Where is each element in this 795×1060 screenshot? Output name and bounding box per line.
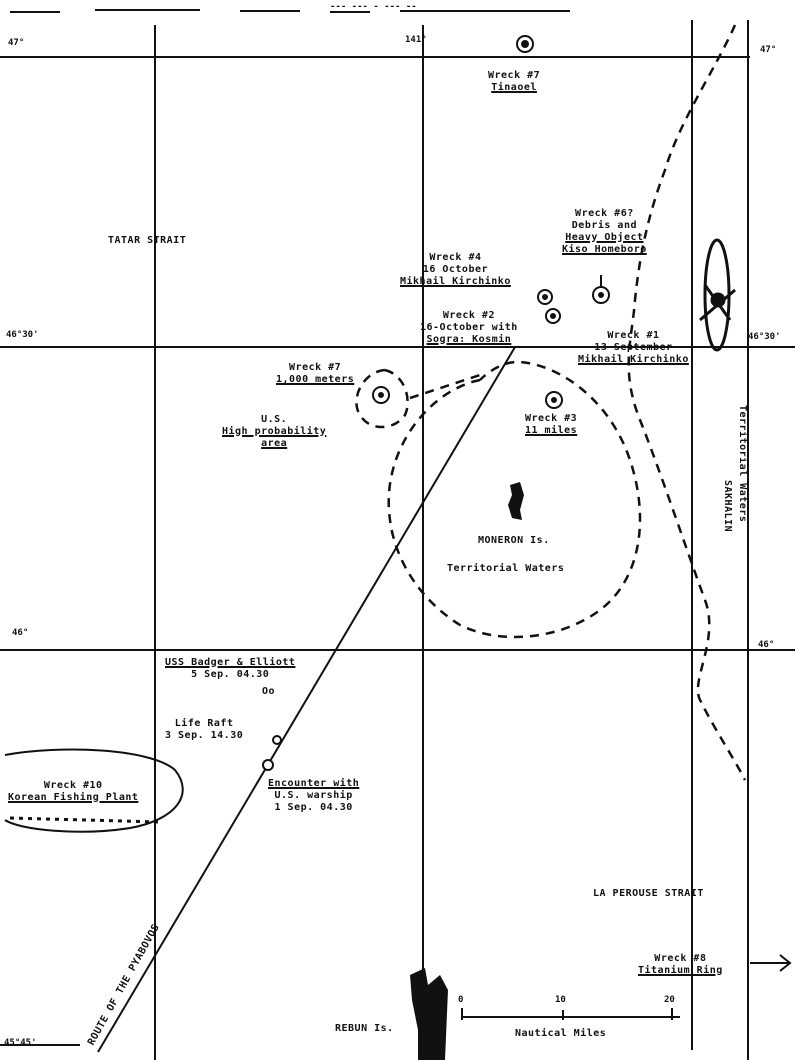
wreck1-title: Wreck #1 — [607, 330, 660, 341]
wreck6-label: Wreck #6? Debris and Heavy Object Kiso H… — [562, 208, 647, 256]
coord-low-left: 46° — [12, 628, 29, 638]
la-perouse-label: LA PEROUSE STRAIT — [593, 888, 704, 899]
coord-low-right: 46° — [758, 640, 775, 650]
wreck6-title: Wreck #6? — [575, 208, 634, 219]
scale-tick-0: 0 — [458, 995, 464, 1005]
encounter-label: Encounter with U.S. warship 1 Sep. 04.30 — [268, 778, 359, 814]
wreck2-label: Wreck #2 16-October with Sogra: Kosmin — [420, 310, 518, 346]
header-scrap-text: --- --- - --- -- — [330, 2, 417, 12]
encounter-marker — [262, 759, 274, 771]
wreck10-sub: Korean Fishing Plant — [8, 792, 139, 803]
life-raft-marker — [272, 735, 282, 745]
coord-mid-left: 46°30' — [6, 330, 39, 340]
wreck8-sub: Titanium Ring — [638, 965, 723, 976]
life-raft-date: 3 Sep. 14.30 — [165, 730, 244, 741]
moneron-island — [508, 482, 524, 520]
wreck6-line4: Kiso Homeboro — [562, 244, 647, 255]
ship-route-line — [97, 346, 516, 1053]
wreck3-label: Wreck #3 11 miles — [525, 413, 577, 437]
wreck7-mid-marker — [372, 386, 390, 404]
uss-badger-date: 5 Sep. 04.30 — [191, 669, 270, 680]
uss-badger-label: USS Badger & Elliott 5 Sep. 04.30 — [165, 657, 295, 681]
encounter-line2: U.S. warship — [274, 790, 353, 801]
coord-bottom-left: 45°45' — [4, 1038, 37, 1048]
us-area-sub: High probability — [222, 426, 327, 437]
encounter-line1: Encounter with — [268, 778, 360, 789]
wreck7-mid-sub: 1,000 meters — [276, 374, 355, 385]
scale-tick-20: 20 — [664, 995, 675, 1005]
wreck1-date: 13 September — [594, 342, 673, 353]
wreck4-date: 16 October — [422, 264, 489, 275]
wreck4-sub: Mikhail Kirchinko — [400, 276, 511, 287]
wreck7-top-marker — [516, 35, 534, 53]
wreck7-high-probability-ring — [355, 368, 409, 429]
coord-mid-right: 46°30' — [748, 332, 781, 342]
us-area-label: U.S. High probability area — [222, 414, 326, 450]
wreck8-title: Wreck #8 — [654, 953, 707, 964]
wreck7-top-label: Wreck #7 Tinaoel — [488, 70, 540, 94]
wreck2-marker — [545, 308, 561, 324]
wreck2-title: Wreck #2 — [442, 310, 495, 321]
wreck7-top-title: Wreck #7 — [488, 70, 541, 81]
scale-bar — [461, 1008, 680, 1020]
wreck10-title: Wreck #10 — [43, 780, 103, 791]
encounter-line3: 1 Sep. 04.30 — [274, 802, 353, 813]
us-area-title: U.S. — [261, 414, 288, 425]
scale-label: Nautical Miles — [515, 1028, 607, 1039]
wreck1-label: Wreck #1 13 September Mikhail Kirchinko — [578, 330, 689, 366]
us-area-dashed-link — [409, 373, 481, 400]
sakhalin-waters-label: Territorial Waters — [737, 405, 748, 523]
wreck7-top-sub: Tinaoel — [491, 82, 537, 93]
wreck6-marker — [592, 275, 610, 304]
life-raft-title: Life Raft — [174, 718, 234, 729]
moneron-waters-label: Territorial Waters — [447, 563, 565, 574]
moneron-name-label: MONERON Is. — [478, 535, 550, 546]
coord-top-left: 47° — [8, 38, 25, 48]
coord-top-right: 47° — [760, 45, 777, 55]
moneron-territorial-limit — [387, 360, 642, 639]
rebun-label: REBUN Is. — [335, 1023, 394, 1034]
wreck10-hatching — [9, 816, 161, 824]
wreck7-mid-label: Wreck #7 1,000 meters — [276, 362, 354, 386]
wreck3-marker — [545, 391, 563, 409]
wreck4-title: Wreck #4 — [429, 252, 482, 263]
wreck4-label: Wreck #4 16 October Mikhail Kirchinko — [400, 252, 511, 288]
wreck2-sub: Sogra: Kosmin — [426, 334, 512, 345]
wreck10-label: Wreck #10 Korean Fishing Plant — [8, 780, 138, 804]
sakhalin-tip — [699, 238, 736, 352]
wreck3-sub: 11 miles — [525, 425, 578, 436]
rebun-island — [410, 968, 448, 1060]
coord-top-center: 141° — [405, 35, 427, 45]
us-area-sub2: area — [261, 438, 288, 449]
east-arrow — [750, 954, 792, 972]
grid-lines — [0, 20, 795, 1060]
wreck3-title: Wreck #3 — [525, 413, 578, 424]
scale-tick-10: 10 — [555, 995, 566, 1005]
wreck4-marker — [537, 289, 553, 305]
tatar-strait-label: TATAR STRAIT — [108, 235, 187, 246]
life-raft-label: Life Raft 3 Sep. 14.30 — [165, 718, 243, 742]
wreck6-line2: Debris and — [571, 220, 637, 231]
uss-badger-mark: Oo — [262, 686, 276, 697]
wreck7-mid-title: Wreck #7 — [289, 362, 342, 373]
header-scrap — [10, 9, 570, 13]
uss-badger-title: USS Badger & Elliott — [165, 657, 296, 668]
wreck1-sub: Mikhail Kirchinko — [578, 354, 689, 365]
sakhalin-name-label: SAKHALIN — [722, 480, 733, 533]
wreck10-oval — [4, 748, 184, 833]
wreck2-date: 16-October with — [420, 322, 518, 333]
wreck8-label: Wreck #8 Titanium Ring — [638, 953, 723, 977]
wreck6-line3: Heavy Object — [565, 232, 644, 243]
territorial-boundary-dashed — [627, 24, 747, 781]
